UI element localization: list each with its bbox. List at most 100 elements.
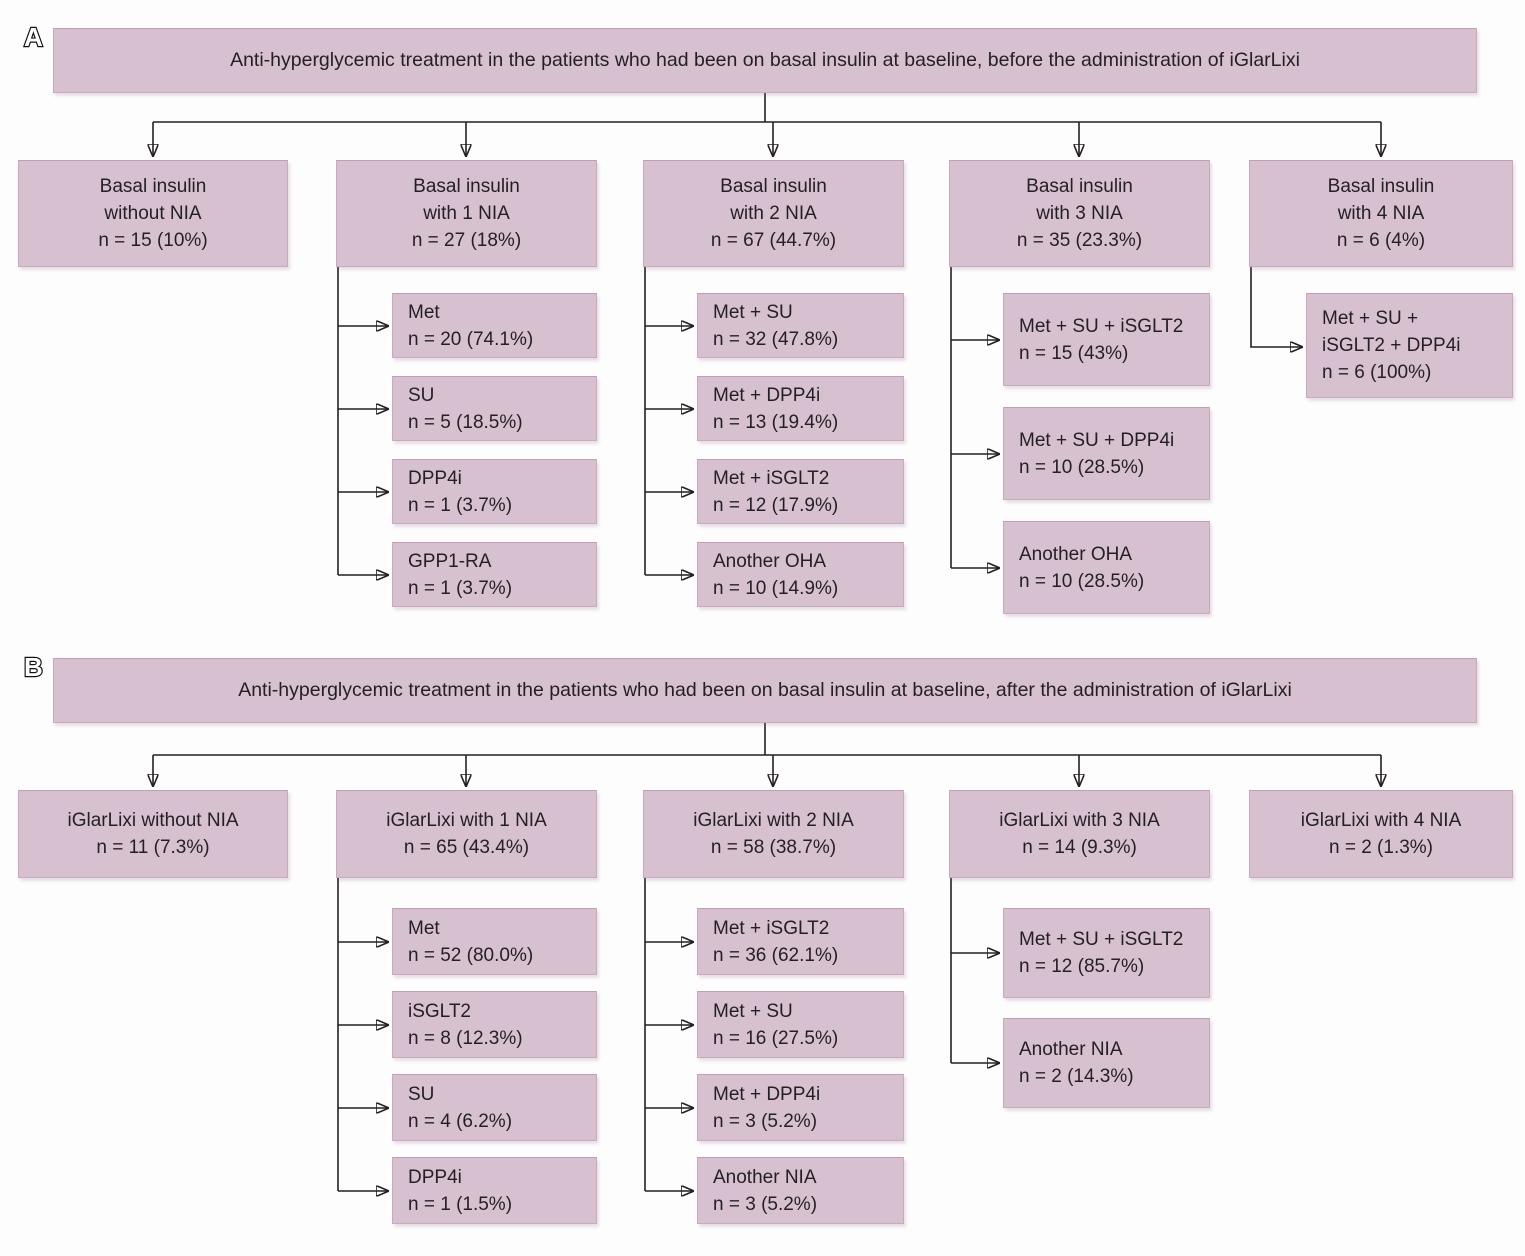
child-label: SU: [408, 1083, 435, 1105]
head-count: n = 35 (23.3%): [1016, 230, 1143, 251]
panel-a-title-box: Anti-hyperglycemic treatment in the pati…: [53, 28, 1477, 93]
head-line1: iGlarLixi without NIA: [67, 810, 239, 831]
head-line1: iGlarLixi with 3 NIA: [999, 810, 1160, 831]
child-label: Met: [408, 917, 440, 939]
b-child-met-isglt2: Met + iSGLT2 n = 36 (62.1%): [697, 908, 904, 975]
head-count: n = 15 (10%): [98, 230, 208, 251]
child-count: n = 4 (6.2%): [408, 1110, 513, 1132]
a-head-basal-insulin-3-nia: Basal insulin with 3 NIA n = 35 (23.3%): [949, 160, 1210, 267]
head-line1: Basal insulin: [99, 176, 207, 197]
head-line1: Basal insulin: [413, 176, 520, 197]
child-label: Another NIA: [713, 1166, 817, 1188]
a-child-met: Met n = 20 (74.1%): [392, 293, 597, 358]
head-line1: iGlarLixi with 1 NIA: [386, 810, 547, 831]
panel-a-title: Anti-hyperglycemic treatment in the pati…: [230, 49, 1300, 71]
a-head-basal-insulin-2-nia: Basal insulin with 2 NIA n = 67 (44.7%): [643, 160, 904, 267]
child-count: n = 10 (28.5%): [1019, 570, 1145, 592]
head-line1: Basal insulin: [1327, 176, 1435, 197]
child-label: Met + iSGLT2: [713, 467, 830, 489]
child-count: n = 3 (5.2%): [713, 1193, 818, 1215]
b-head-iglarlixi-without-nia: iGlarLixi without NIA n = 11 (7.3%): [18, 790, 288, 878]
child-count: n = 5 (18.5%): [408, 411, 523, 433]
a-child-met-su-isglt2: Met + SU + iSGLT2 n = 15 (43%): [1003, 293, 1210, 386]
child-count: n = 2 (14.3%): [1019, 1066, 1134, 1087]
head-count: n = 14 (9.3%): [1022, 837, 1137, 858]
child-label: SU: [408, 384, 435, 406]
child-label: Another OHA: [713, 550, 826, 572]
child-count: n = 15 (43%): [1019, 342, 1129, 364]
panel-b-label: B: [23, 651, 44, 683]
head-line2: with 3 NIA: [1036, 203, 1123, 224]
child-count: n = 36 (62.1%): [713, 944, 839, 966]
child-label: Met + DPP4i: [713, 1083, 821, 1105]
head-count: n = 65 (43.4%): [403, 837, 530, 858]
child-label: Met + SU: [713, 1000, 793, 1022]
head-line1: Basal insulin: [1026, 176, 1133, 197]
child-label: Met + DPP4i: [713, 384, 821, 406]
child-count: n = 13 (19.4%): [713, 411, 839, 433]
child-count: n = 1 (3.7%): [408, 577, 513, 599]
child-count: n = 12 (17.9%): [713, 494, 839, 516]
head-line1: iGlarLixi with 2 NIA: [693, 810, 854, 831]
child-count: n = 16 (27.5%): [713, 1027, 839, 1049]
child-count: n = 8 (12.3%): [408, 1027, 523, 1049]
b-child-met-su-isglt2: Met + SU + iSGLT2 n = 12 (85.7%): [1003, 908, 1210, 998]
head-count: n = 58 (38.7%): [710, 837, 837, 858]
head-count: n = 6 (4%): [1336, 230, 1426, 251]
a-child-met-su-isglt2-dpp4i: Met + SU + iSGLT2 + DPP4i n = 6 (100%): [1306, 293, 1513, 398]
head-line1: Basal insulin: [720, 176, 827, 197]
child-label: Met + SU + DPP4i: [1019, 429, 1175, 451]
head-line2: without NIA: [104, 203, 202, 224]
child-label: iSGLT2: [408, 1000, 472, 1022]
child-count: n = 1 (1.5%): [408, 1193, 513, 1215]
child-count: n = 52 (80.0%): [408, 944, 534, 966]
a-child-met-isglt2: Met + iSGLT2 n = 12 (17.9%): [697, 459, 904, 524]
child-count: n = 10 (28.5%): [1019, 456, 1145, 478]
a-child-another-oha-3nia: Another OHA n = 10 (28.5%): [1003, 521, 1210, 614]
a-child-dpp4i: DPP4i n = 1 (3.7%): [392, 459, 597, 524]
a-head-basal-insulin-1-nia: Basal insulin with 1 NIA n = 27 (18%): [336, 160, 597, 267]
child-label: Met: [408, 301, 440, 323]
panel-a-label: A: [23, 21, 44, 53]
b-child-met-dpp4i: Met + DPP4i n = 3 (5.2%): [697, 1074, 904, 1141]
head-line2: with 2 NIA: [730, 203, 817, 224]
b-child-another-nia: Another NIA n = 3 (5.2%): [697, 1157, 904, 1224]
head-count: n = 11 (7.3%): [96, 837, 210, 858]
head-count: n = 27 (18%): [411, 230, 522, 251]
head-line2: with 4 NIA: [1337, 203, 1425, 224]
b-head-iglarlixi-3-nia: iGlarLixi with 3 NIA n = 14 (9.3%): [949, 790, 1210, 878]
head-count: n = 2 (1.3%): [1328, 837, 1434, 858]
connector-arrow: [1250, 267, 1302, 347]
head-line2: with 1 NIA: [423, 203, 510, 224]
child-label: Met + SU + iSGLT2: [1019, 929, 1184, 950]
child-count: n = 3 (5.2%): [713, 1110, 818, 1132]
child-count: n = 6 (100%): [1322, 362, 1432, 383]
a-head-basal-insulin-4-nia: Basal insulin with 4 NIA n = 6 (4%): [1249, 160, 1513, 267]
a-child-another-oha: Another OHA n = 10 (14.9%): [697, 542, 904, 607]
child-label: DPP4i: [408, 467, 462, 489]
a-head-basal-insulin-without-nia: Basal insulin without NIA n = 15 (10%): [18, 160, 288, 267]
b-child-dpp4i: DPP4i n = 1 (1.5%): [392, 1157, 597, 1224]
head-count: n = 67 (44.7%): [710, 230, 837, 251]
a-child-met-su-dpp4i: Met + SU + DPP4i n = 10 (28.5%): [1003, 407, 1210, 500]
b-child-isglt2: iSGLT2 n = 8 (12.3%): [392, 991, 597, 1058]
child-label: Met + SU + iSGLT2 + DPP4i: [1322, 308, 1461, 356]
b-child-met-su: Met + SU n = 16 (27.5%): [697, 991, 904, 1058]
child-label: Met + iSGLT2: [713, 917, 830, 939]
panel-a-connectors: [153, 93, 1381, 575]
child-count: n = 20 (74.1%): [408, 328, 534, 350]
child-label: Met + SU + iSGLT2: [1019, 315, 1184, 337]
b-head-iglarlixi-2-nia: iGlarLixi with 2 NIA n = 58 (38.7%): [643, 790, 904, 878]
child-count: n = 10 (14.9%): [713, 577, 839, 599]
child-count: n = 1 (3.7%): [408, 494, 513, 516]
b-head-iglarlixi-4-nia: iGlarLixi with 4 NIA n = 2 (1.3%): [1249, 790, 1513, 878]
b-child-su: SU n = 4 (6.2%): [392, 1074, 597, 1141]
b-child-another-nia-3nia: Another NIA n = 2 (14.3%): [1003, 1018, 1210, 1108]
child-label: Met + SU: [713, 301, 793, 323]
child-count: n = 12 (85.7%): [1019, 956, 1145, 977]
child-label: DPP4i: [408, 1166, 462, 1188]
a-child-met-su: Met + SU n = 32 (47.8%): [697, 293, 904, 358]
b-child-met: Met n = 52 (80.0%): [392, 908, 597, 975]
